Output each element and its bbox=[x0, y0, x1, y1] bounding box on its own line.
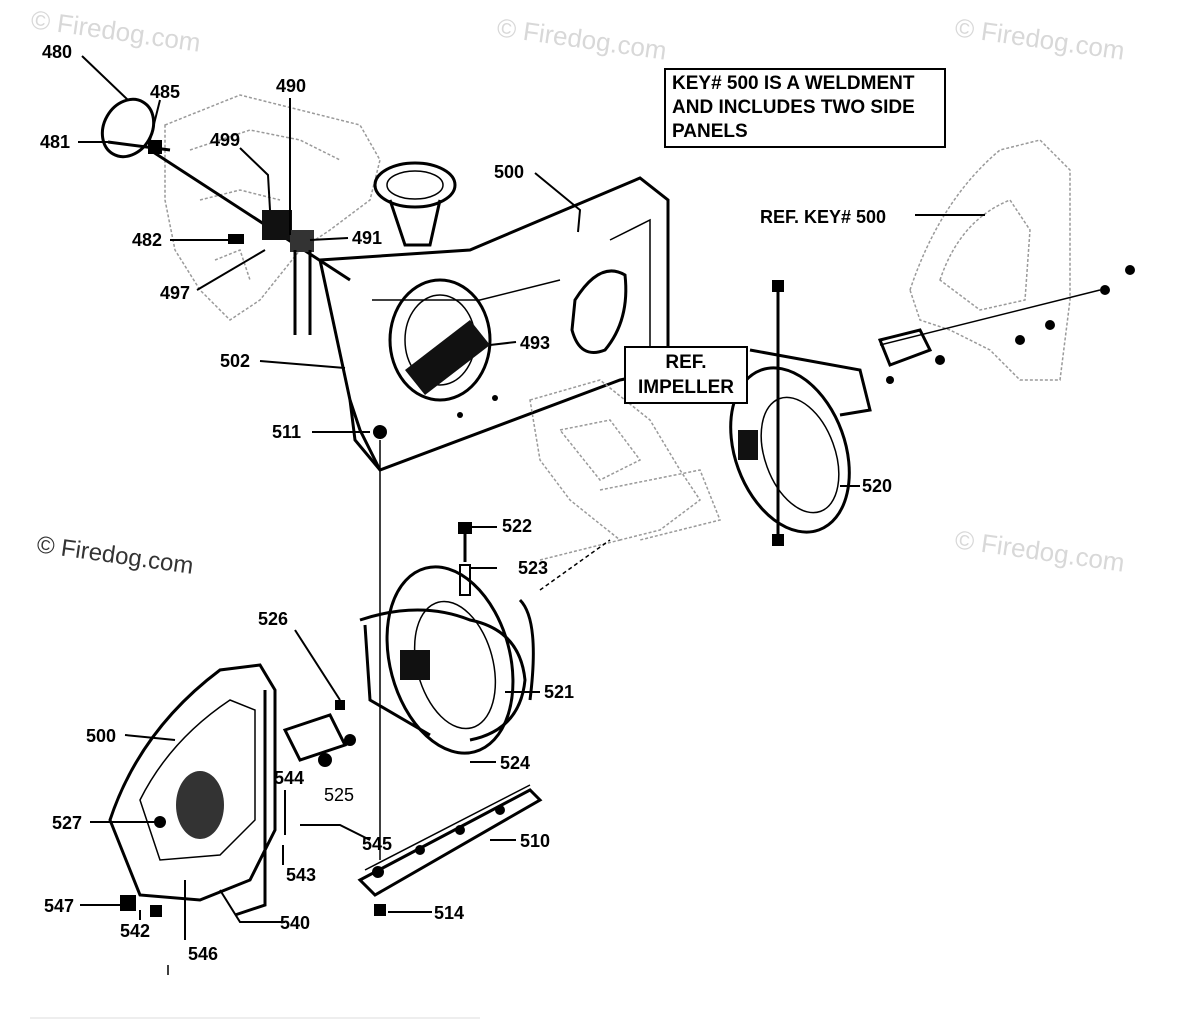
impeller-520 bbox=[729, 280, 872, 546]
part-label-500-left: 500 bbox=[86, 726, 116, 746]
watermark: © Firedog.com bbox=[953, 524, 1126, 577]
ghost-impeller-housing bbox=[529, 379, 722, 561]
watermark: © Firedog.com bbox=[35, 531, 195, 580]
part-label-485: 485 bbox=[150, 82, 180, 102]
part-label-525: 525 bbox=[324, 785, 354, 805]
part-label-499: 499 bbox=[210, 130, 240, 150]
chute-collar bbox=[373, 161, 457, 247]
part-label-542: 542 bbox=[120, 921, 150, 941]
crank-assembly bbox=[100, 97, 351, 335]
side-panel-right bbox=[877, 139, 1135, 384]
part-label-482: 482 bbox=[132, 230, 162, 250]
part-label-546: 546 bbox=[188, 944, 218, 964]
note-line: PANELS bbox=[672, 121, 748, 142]
part-label-547: 547 bbox=[44, 896, 74, 916]
part-label-523: 523 bbox=[518, 558, 548, 578]
part-label-514: 514 bbox=[434, 903, 464, 923]
note-line: AND INCLUDES TWO SIDE bbox=[672, 97, 915, 118]
watermark: © Firedog.com bbox=[953, 12, 1126, 65]
part-label-522: 522 bbox=[502, 516, 532, 536]
auger-housing bbox=[318, 176, 670, 472]
part-label-510: 510 bbox=[520, 831, 550, 851]
part-label-521: 521 bbox=[544, 682, 574, 702]
part-label-497: 497 bbox=[160, 283, 190, 303]
part-label-520: 520 bbox=[862, 476, 892, 496]
ref-key-label: REF. KEY# 500 bbox=[760, 207, 886, 227]
ref-impeller-line: IMPELLER bbox=[637, 377, 735, 398]
impeller-521 bbox=[359, 565, 535, 755]
part-label-526: 526 bbox=[258, 609, 288, 629]
ref-impeller-box: REF. IMPELLER bbox=[624, 346, 748, 404]
ref-impeller-line: REF. bbox=[665, 352, 707, 373]
part-label-524: 524 bbox=[500, 753, 530, 773]
part-label-490: 490 bbox=[276, 76, 306, 96]
part-label-481: 481 bbox=[40, 132, 70, 152]
watermark: © Firedog.com bbox=[495, 12, 668, 65]
scraper-bar-510 bbox=[357, 784, 543, 916]
leader-lines bbox=[78, 55, 985, 940]
part-label-527: 527 bbox=[52, 813, 82, 833]
part-label-502: 502 bbox=[220, 351, 250, 371]
weldment-note-box: KEY# 500 IS A WELDMENT AND INCLUDES TWO … bbox=[664, 68, 946, 148]
note-line: KEY# 500 IS A WELDMENT bbox=[672, 73, 915, 94]
ghost-engine-frame bbox=[164, 94, 381, 321]
part-label-500: 500 bbox=[494, 162, 524, 182]
part-label-511: 511 bbox=[272, 422, 301, 442]
part-label-544: 544 bbox=[274, 768, 304, 788]
side-panel-left bbox=[108, 663, 356, 917]
part-label-491: 491 bbox=[352, 228, 382, 248]
part-label-545: 545 bbox=[362, 834, 392, 854]
part-label-540: 540 bbox=[280, 913, 310, 933]
part-label-480: 480 bbox=[42, 42, 72, 62]
part-label-493: 493 bbox=[520, 333, 550, 353]
shear-bolt-523 bbox=[458, 522, 611, 596]
part-label-543: 543 bbox=[286, 865, 316, 885]
